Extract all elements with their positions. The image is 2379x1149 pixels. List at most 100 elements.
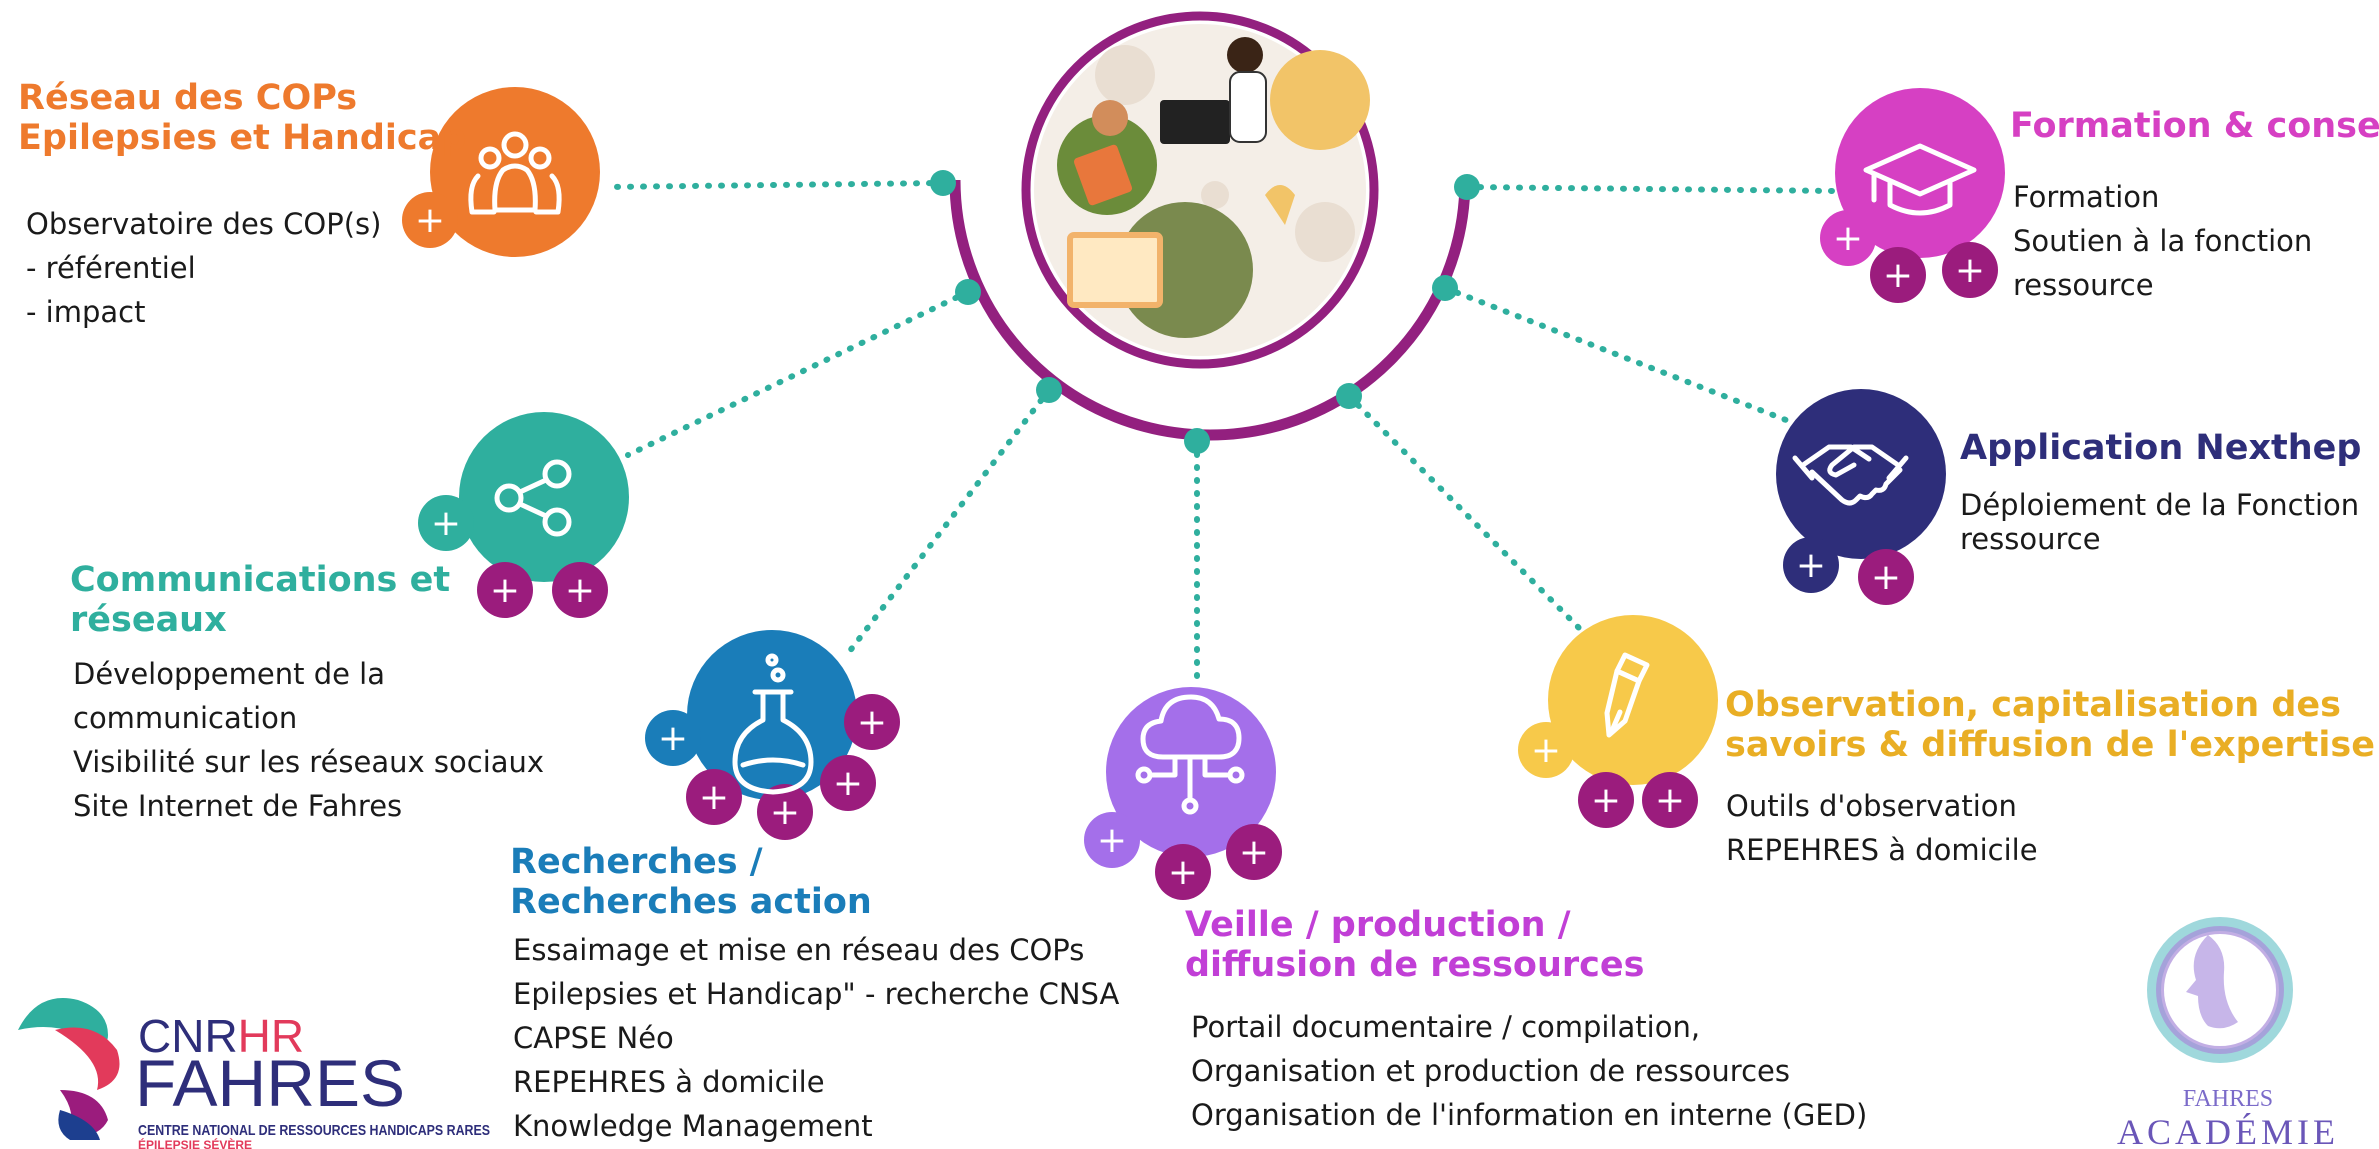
logo-cnr: CNR	[138, 1010, 238, 1062]
plus-icon: +	[1591, 780, 1621, 821]
body-comm-line: Site Internet de Fahres	[73, 789, 403, 823]
academie-line2: ACADÉMIE	[2117, 1112, 2339, 1149]
connectors	[603, 180, 1839, 687]
flask-icon	[732, 653, 814, 795]
connector-formation	[1464, 184, 1839, 194]
plus-icon: +	[1239, 832, 1269, 873]
title-observation-line: Observation, capitalisation des	[1725, 685, 2341, 725]
plus-icon: +	[1871, 557, 1901, 598]
body-cop-line: Observatoire des COP(s)	[26, 207, 382, 241]
plus-badge-circle	[402, 192, 458, 248]
plus-badge: +	[418, 495, 474, 551]
body-formation-line: Formation	[2013, 180, 2160, 214]
academie-line1: FAHRES	[2183, 1086, 2273, 1112]
body-research-line: Knowledge Management	[513, 1109, 873, 1143]
plus-badge-circle	[1518, 722, 1574, 778]
body-cop-line: - référentiel	[26, 251, 196, 285]
plus-badge-circle	[645, 710, 701, 766]
body-nexthep: Déploiement de la Fonction ressource	[1960, 488, 2359, 556]
title-observation-line: savoirs & diffusion de l'expertise	[1725, 725, 2375, 765]
body-nexthep-line: ressource	[1960, 522, 2101, 556]
plus-icon: +	[1168, 852, 1198, 893]
plus-icon: +	[1955, 250, 1985, 291]
nodes-layer	[430, 87, 2005, 857]
connector-cop	[603, 180, 946, 190]
body-veille-line: Portail documentaire / compilation,	[1191, 1010, 1701, 1044]
junction-dot	[1184, 428, 1210, 454]
plus-badge: +	[477, 562, 533, 618]
junction-dot	[1454, 174, 1480, 200]
plus-badge: +	[552, 562, 608, 618]
body-research-line: Essaimage et mise en réseau des COPs	[513, 933, 1085, 967]
plus-icon: +	[770, 792, 800, 833]
plus-badge-circle	[418, 495, 474, 551]
body-cop: Observatoire des COP(s) - référentiel - …	[26, 202, 381, 334]
body-veille-line: Organisation et production de ressources	[1191, 1054, 1790, 1088]
title-veille: Veille / production / diffusion de resso…	[1185, 905, 1644, 985]
plus-badge: +	[1518, 722, 1574, 778]
body-observation-line: REPEHRES à domicile	[1726, 833, 2038, 867]
connector-comm	[625, 289, 971, 458]
title-formation-line: Formation & conseils	[2010, 106, 2379, 146]
title-nexthep-line: Application Nexthep	[1960, 428, 2362, 468]
body-observation: Outils d'observation REPEHRES à domicile	[1726, 784, 2038, 872]
body-research-line: CAPSE Néo	[513, 1021, 674, 1055]
plus-badge-circle	[820, 755, 876, 811]
graduation-cap-icon	[1863, 143, 1977, 216]
title-comm: Communications et réseaux	[70, 560, 450, 640]
title-cop-line: Réseau des COPs	[18, 78, 358, 118]
body-formation-line: Soutien à la fonction	[2013, 224, 2313, 258]
plus-icon: +	[565, 570, 595, 611]
logo-subtitle2: ÉPILEPSIE SÉVÈRE	[138, 1137, 252, 1149]
body-observation-line: Outils d'observation	[1726, 789, 2017, 823]
title-cop: Réseau des COPs Epilepsies et Handicap	[18, 78, 466, 158]
logo-mark	[18, 998, 120, 1140]
title-cop-line: Epilepsies et Handicap	[18, 118, 467, 158]
title-comm-line: réseaux	[70, 600, 227, 640]
plus-badge-circle	[1870, 247, 1926, 303]
plus-icon: +	[1796, 545, 1826, 586]
node-circle-comm	[459, 412, 629, 582]
logo-fahres-text: FAHRES	[135, 1046, 405, 1120]
plus-icon: +	[431, 503, 461, 544]
plus-badge: +	[402, 192, 458, 248]
plus-badge: +	[1084, 812, 1140, 868]
cloud-network-icon	[1135, 694, 1245, 815]
plus-badge-circle	[1942, 242, 1998, 298]
plus-badge-circle	[1642, 772, 1698, 828]
plus-badge: +	[1858, 549, 1914, 605]
plus-icon: +	[658, 718, 688, 759]
plus-badge: +	[1820, 210, 1876, 266]
plus-icon: +	[415, 200, 445, 241]
connector-observation	[1346, 393, 1586, 635]
node-circle-nexthep	[1776, 389, 1946, 559]
academie-ring	[2147, 917, 2293, 1063]
plus-badge: +	[1942, 242, 1998, 298]
body-comm-line: Développement de la	[73, 657, 385, 691]
logo-cnrhr-fahres: CNRHR FAHRES CENTRE NATIONAL DE RESSOURC…	[18, 998, 490, 1149]
body-research-line: Epilepsies et Handicap" - recherche CNSA	[513, 977, 1120, 1011]
junction-dot	[1036, 377, 1062, 403]
title-formation: Formation & conseils	[2010, 106, 2379, 146]
plus-badge: +	[1642, 772, 1698, 828]
title-veille-line: Veille / production /	[1185, 905, 1571, 945]
plus-badge: +	[1783, 537, 1839, 593]
plus-badge-circle	[757, 784, 813, 840]
title-comm-line: Communications et	[70, 560, 451, 600]
plus-badge-circle	[1783, 537, 1839, 593]
plus-badge: +	[1155, 844, 1211, 900]
plus-badge: +	[686, 769, 742, 825]
academie-profile	[2186, 935, 2238, 1029]
plus-icon: +	[1833, 218, 1863, 259]
body-formation: Formation Soutien à la fonction ressourc…	[2013, 175, 2312, 307]
body-research: Essaimage et mise en réseau des COPs Epi…	[513, 928, 1119, 1148]
title-research-line: Recherches action	[510, 882, 872, 922]
title-research: Recherches / Recherches action	[510, 842, 872, 922]
body-cop-line: - impact	[26, 295, 146, 329]
logo-fahres-academie: FAHRES ACADÉMIE	[2117, 917, 2339, 1149]
plus-badge-circle	[552, 562, 608, 618]
body-veille: Portail documentaire / compilation, Orga…	[1191, 1005, 1867, 1137]
logo-cnr-text: CNRHR	[138, 1010, 304, 1062]
connector-nexthep	[1442, 285, 1789, 423]
